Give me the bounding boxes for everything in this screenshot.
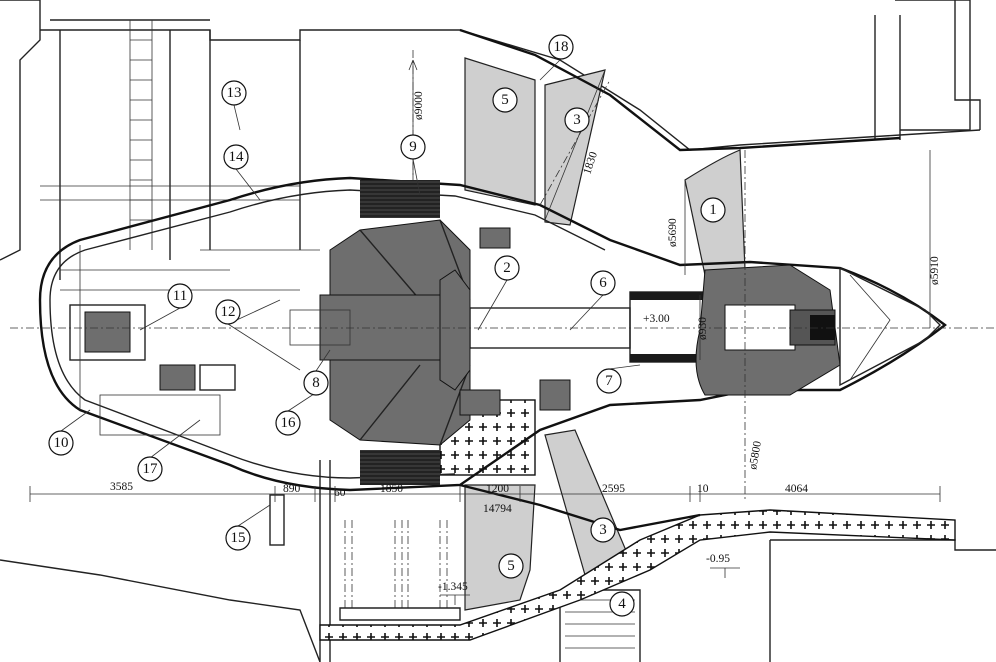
stator-winding-upper — [360, 180, 440, 218]
svg-text:16: 16 — [281, 415, 297, 431]
callout-7: 7 — [596, 368, 622, 394]
callout-3-upper: 3 — [564, 107, 590, 133]
elevation-shaft: +3.00 — [643, 313, 670, 325]
callout-18: 18 — [548, 34, 574, 60]
dim-dia9000: ø9000 — [413, 91, 425, 120]
callout-11: 11 — [167, 283, 193, 309]
callout-5-lower: 5 — [498, 553, 524, 579]
callout-1: 1 — [700, 197, 726, 223]
callout-5-upper: 5 — [492, 87, 518, 113]
stator-winding-lower — [360, 450, 440, 485]
callouts: 1 2 3 3 4 5 5 6 7 8 9 10 11 12 13 14 15 … — [48, 34, 726, 617]
lower-guide-vane — [544, 429, 631, 576]
dim-2595: 2595 — [602, 483, 625, 495]
svg-text:13: 13 — [227, 85, 242, 101]
callout-3-lower: 3 — [590, 517, 616, 543]
callout-2: 2 — [494, 255, 520, 281]
callout-17: 17 — [137, 456, 163, 482]
dim-4064: 4064 — [785, 483, 808, 495]
callout-6: 6 — [590, 270, 616, 296]
support-column — [269, 494, 285, 546]
callout-9: 9 — [400, 134, 426, 160]
svg-text:4: 4 — [618, 596, 626, 612]
concrete-draft-tube — [319, 509, 956, 641]
generator — [289, 180, 471, 485]
svg-text:1: 1 — [709, 202, 717, 218]
svg-text:3: 3 — [599, 522, 607, 538]
lower-stay-vane-region — [464, 484, 536, 611]
dim-1200: 1200 — [486, 483, 509, 495]
callout-16: 16 — [275, 410, 301, 436]
svg-text:9: 9 — [409, 139, 417, 155]
upper-guide-vane — [544, 69, 606, 226]
svg-text:8: 8 — [312, 375, 320, 391]
svg-text:5: 5 — [501, 92, 509, 108]
elevation-minus-1345: -1.345 — [438, 581, 468, 593]
callout-10: 10 — [48, 430, 74, 456]
svg-text:7: 7 — [605, 373, 613, 389]
dimension-labels: 3585 890 60 1850 1200 14794 2595 10 4064… — [110, 91, 941, 593]
callout-8: 8 — [303, 370, 329, 396]
svg-text:3: 3 — [573, 112, 581, 128]
svg-text:18: 18 — [554, 39, 569, 55]
dim-dia5910: ø5910 — [929, 256, 941, 285]
callout-12: 12 — [215, 299, 241, 325]
dim-1850: 1850 — [380, 483, 403, 495]
dim-dia5690: ø5690 — [667, 218, 679, 247]
dim-3585: 3585 — [110, 481, 133, 493]
svg-text:6: 6 — [599, 275, 607, 291]
svg-text:14: 14 — [229, 149, 245, 165]
callout-15: 15 — [225, 525, 251, 551]
dim-dia5800: ø5800 — [747, 440, 764, 471]
dim-14794: 14794 — [483, 503, 512, 515]
svg-text:17: 17 — [143, 461, 159, 477]
dim-60: 60 — [334, 487, 346, 499]
dim-dia930: ø930 — [697, 317, 709, 340]
callout-4: 4 — [609, 591, 635, 617]
callout-14: 14 — [223, 144, 249, 170]
bulb-nose-equipment — [60, 227, 571, 436]
svg-text:15: 15 — [231, 530, 246, 546]
dim-890: 890 — [283, 483, 301, 495]
dim-10: 10 — [697, 483, 709, 495]
svg-text:12: 12 — [221, 304, 236, 320]
callout-13: 13 — [221, 80, 247, 106]
upper-stay-vane-region — [464, 57, 536, 206]
dimension-lines — [29, 59, 941, 605]
svg-text:2: 2 — [503, 260, 511, 276]
elevation-minus-095: -0.95 — [706, 553, 730, 565]
main-shaft — [439, 264, 941, 396]
svg-text:11: 11 — [173, 288, 187, 304]
svg-text:5: 5 — [507, 558, 515, 574]
svg-text:10: 10 — [54, 435, 69, 451]
